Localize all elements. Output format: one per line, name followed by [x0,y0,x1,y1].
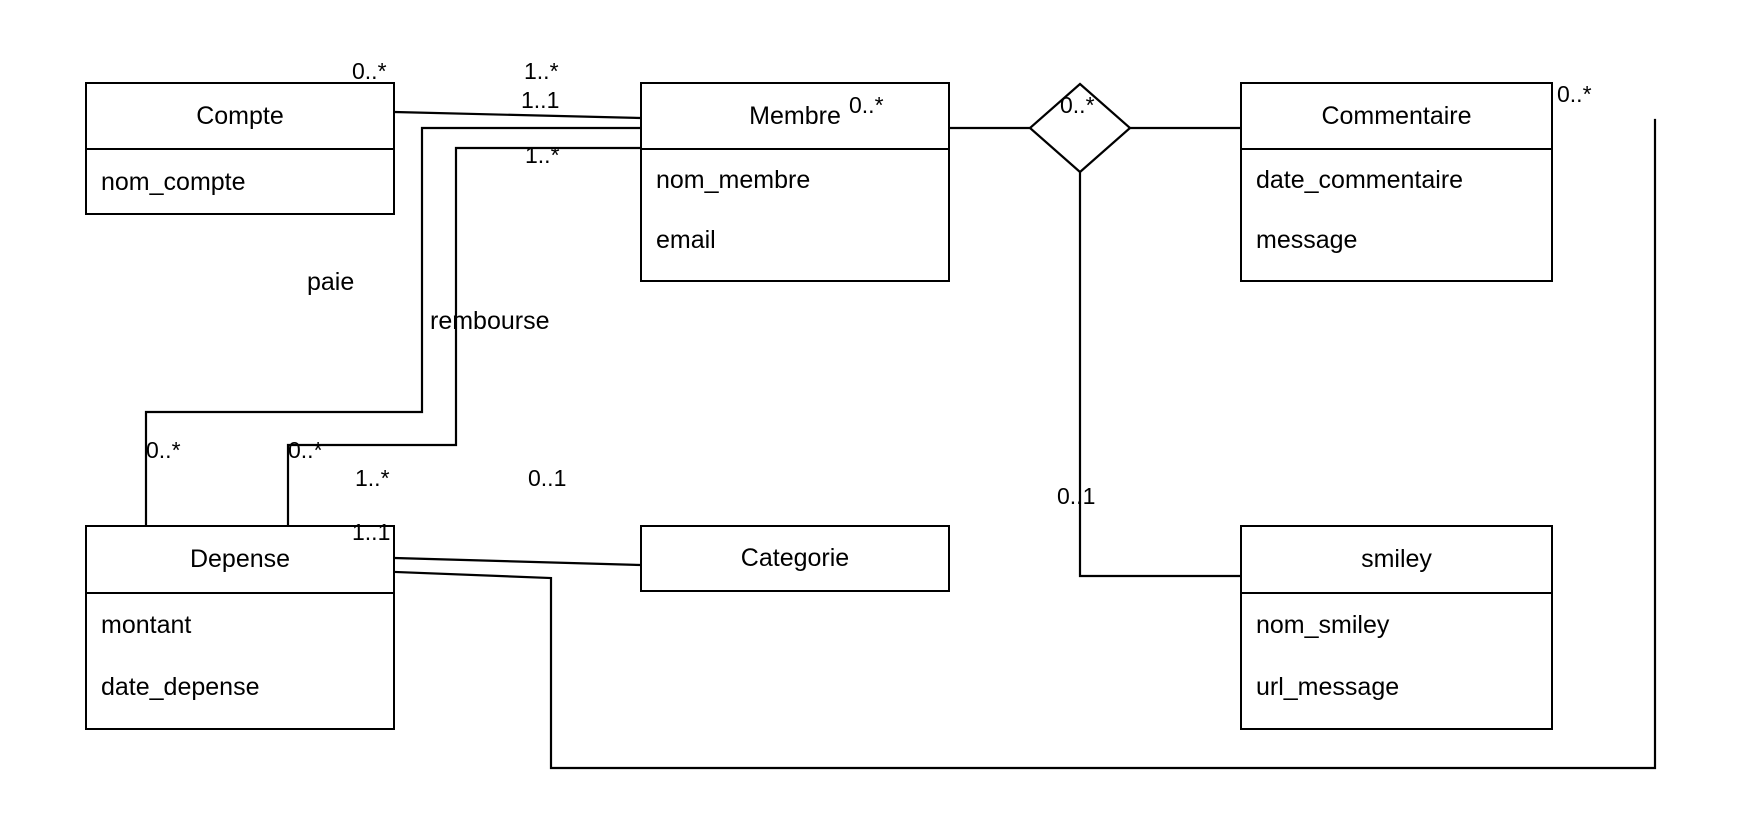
connector-membre-depense-rembourse [286,146,642,527]
class-name-depense: Depense [189,545,291,573]
multiplicity-depense-categorie-categorie-end: 0..1 [528,465,567,491]
multiplicity-membre-commentaire-commentaire-end: 0..* [1060,92,1095,118]
class-box-membre[interactable]: Membre nom_membre email [640,82,950,282]
attribute-row: date_commentaire [1256,165,1464,194]
connector-compte-membre [393,110,642,120]
class-name-compte: Compte [196,101,284,130]
association-label-paie: paie [307,268,355,296]
class-box-categorie[interactable]: Categorie [640,525,950,592]
connector-depense-commentaire [393,118,1657,770]
attribute-row: nom_compte [101,168,246,196]
class-attributes-smiley: nom_smiley url_message [1242,592,1551,728]
class-attributes-compte: nom_compte [87,148,393,213]
multiplicity-paie-depense-end: 0..* [146,437,181,463]
aggregation-diamond-icon [1028,82,1132,174]
attribute-row: nom_membre [656,165,811,194]
association-label-rembourse: rembourse [430,307,550,335]
class-name-categorie: Categorie [740,544,850,572]
multiplicity-rembourse-membre-end: 1..* [525,142,560,168]
connector-diamond-smiley [1078,170,1242,578]
multiplicity-commentaire-smiley-smiley-end: 0..1 [1057,483,1096,509]
attribute-row: montant [101,610,192,639]
multiplicity-commentaire-depense-commentaire-end: 0..* [1557,81,1592,107]
multiplicity-rembourse-depense-end: 0..* [288,437,323,463]
class-box-commentaire[interactable]: Commentaire date_commentaire message [1240,82,1553,282]
multiplicity-paie-membre-end: 1..1 [521,87,560,113]
class-name-membre: Membre [749,101,841,130]
attribute-row: url_message [1256,672,1400,701]
multiplicity-depense-commentaire-depense-end: 1..1 [352,519,391,545]
class-box-smiley[interactable]: smiley nom_smiley url_message [1240,525,1553,730]
attribute-row: email [656,225,716,254]
connector-depense-categorie [393,556,642,567]
attribute-row: message [1256,225,1358,254]
class-box-depense[interactable]: Depense montant date_depense [85,525,395,730]
class-name-commentaire: Commentaire [1321,101,1472,130]
multiplicity-compte-membre-compte-end: 0..* [352,58,387,84]
connector-membre-depense-paie [144,126,642,527]
multiplicity-membre-commentaire-membre-end: 0..* [849,92,884,118]
attribute-row: nom_smiley [1256,610,1390,639]
class-name-smiley: smiley [1361,545,1432,573]
multiplicity-depense-categorie-depense-end: 1..* [355,465,390,491]
multiplicity-compte-membre-membre-end: 1..* [524,58,559,84]
class-attributes-depense: montant date_depense [87,592,393,728]
class-attributes-membre: nom_membre email [642,148,948,280]
class-attributes-commentaire: date_commentaire message [1242,148,1551,280]
attribute-row: date_depense [101,672,260,701]
class-box-compte[interactable]: Compte nom_compte [85,82,395,215]
